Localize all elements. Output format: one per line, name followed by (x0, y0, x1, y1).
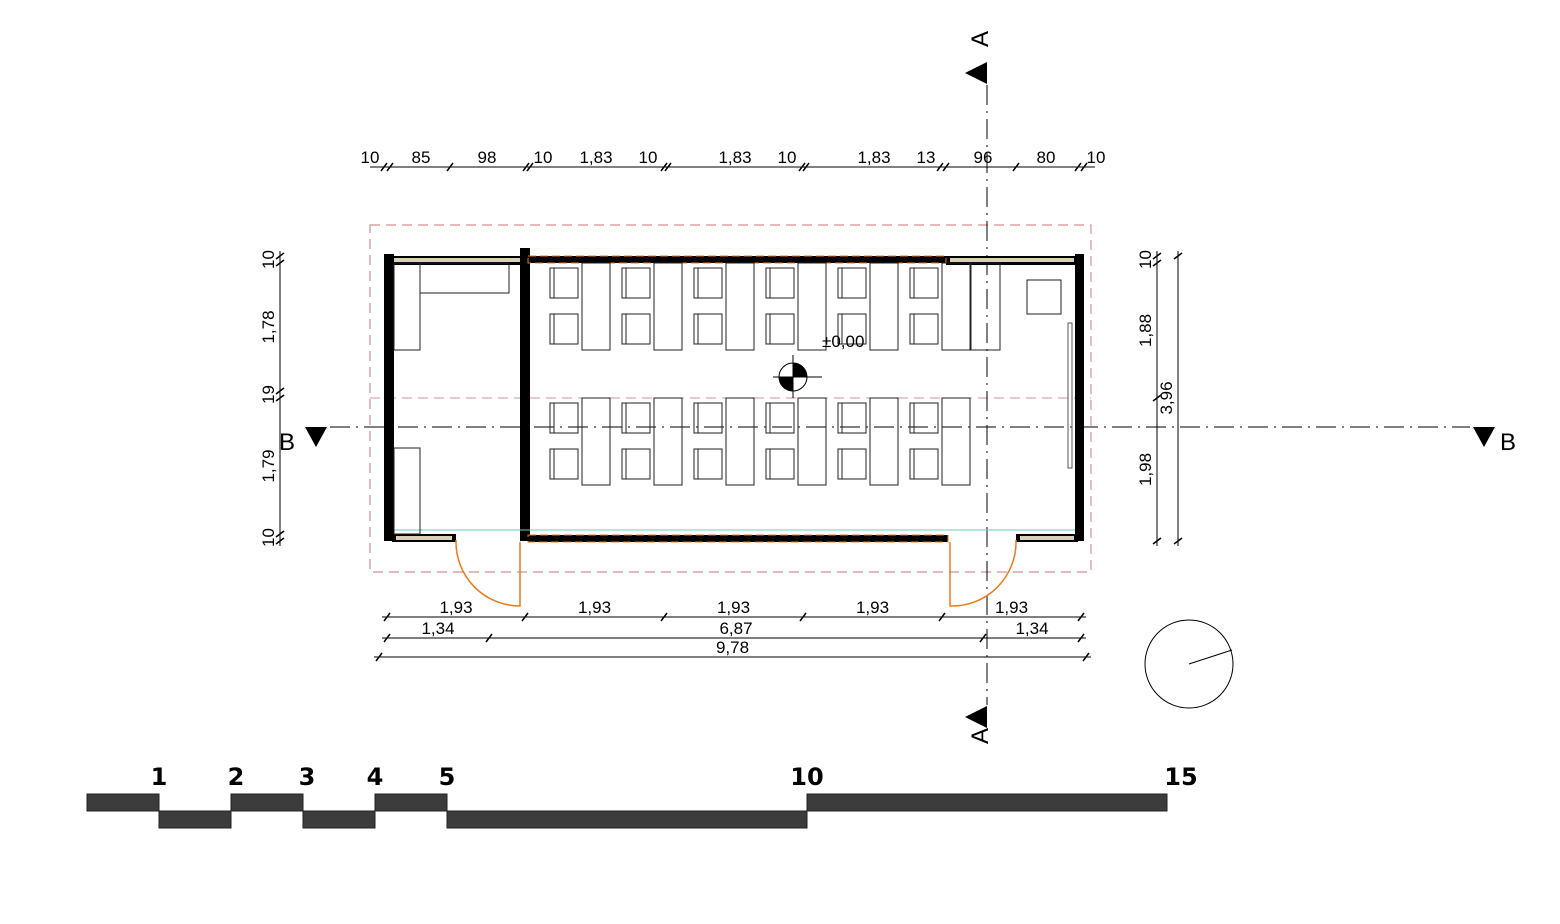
chair (765, 402, 795, 434)
doors (455, 539, 1017, 607)
chair (765, 448, 795, 480)
dimension-label: 1,34 (1015, 619, 1048, 638)
chair (837, 448, 867, 480)
section-a-bottom-arrow-icon (965, 706, 987, 728)
chair (765, 267, 795, 299)
chair (693, 448, 723, 480)
dimension-label: 10 (1087, 148, 1106, 167)
section-b-left-label: B (279, 429, 295, 456)
chair (621, 313, 651, 345)
dimension-label: 19 (259, 385, 278, 404)
scale-bar-label: 15 (1164, 763, 1197, 791)
dimension-label: 10 (778, 148, 797, 167)
dimension-label: 1,83 (579, 148, 612, 167)
chair (549, 267, 579, 299)
dimension-label: 1,98 (1136, 453, 1155, 486)
dimension-label: 9,78 (716, 638, 749, 657)
dimension-label: 3,96 (1157, 381, 1176, 414)
desk (797, 397, 827, 486)
section-a-bottom-label: A (967, 728, 994, 744)
dimension-label: 96 (974, 148, 993, 167)
dimension-label: 98 (478, 148, 497, 167)
chair (765, 313, 795, 345)
north-arrow-icon (1144, 619, 1234, 709)
chair (837, 402, 867, 434)
dimension-label: 85 (412, 148, 431, 167)
dimension-label: 1,34 (421, 619, 454, 638)
scale-bar-label: 4 (367, 763, 384, 791)
dimension-label: 1,88 (1136, 314, 1155, 347)
walls (384, 248, 1084, 543)
dimension-label: 1,83 (857, 148, 890, 167)
dimension-label: 1,78 (259, 310, 278, 343)
scale-bar-label: 3 (299, 763, 316, 791)
dimension-label: 13 (917, 148, 936, 167)
dimension-label: 1,93 (995, 598, 1028, 617)
dimension-label: 10 (534, 148, 553, 167)
desk (869, 262, 899, 351)
chair (909, 267, 939, 299)
chair (693, 313, 723, 345)
desk (869, 397, 899, 486)
section-b-right-label: B (1500, 429, 1516, 456)
chair (909, 448, 939, 480)
dimension-label: 10 (259, 250, 278, 269)
scale-bar-label: 1 (151, 763, 168, 791)
level-marker-icon (773, 355, 822, 398)
desk (797, 262, 827, 351)
scale-bar-label: 5 (439, 763, 456, 791)
dimension-label: 80 (1037, 148, 1056, 167)
desk (941, 262, 971, 351)
dimension-label: 1,83 (718, 148, 751, 167)
chair (693, 267, 723, 299)
dimension-label: 10 (639, 148, 658, 167)
dimension-label: 1,93 (856, 598, 889, 617)
chair (837, 267, 867, 299)
desk (970, 262, 1001, 351)
chair (693, 402, 723, 434)
desk (581, 397, 611, 486)
dimension-label: 1,93 (578, 598, 611, 617)
roof-outline (369, 224, 1092, 573)
chair (549, 448, 579, 480)
chair (621, 267, 651, 299)
dimension-label: 6,87 (719, 619, 752, 638)
chair (621, 402, 651, 434)
scale-bar-label: 2 (228, 763, 245, 791)
scale-bar (86, 793, 1168, 829)
chair (549, 313, 579, 345)
desk (653, 262, 683, 351)
dimension-label: 1,93 (439, 598, 472, 617)
chair (909, 313, 939, 345)
chair (549, 402, 579, 434)
dimension-label: 10 (259, 528, 278, 547)
scale-bar-label: 10 (790, 763, 823, 791)
desk (653, 397, 683, 486)
desk (725, 262, 755, 351)
dimension-label: 10 (1136, 250, 1155, 269)
desk (725, 397, 755, 486)
dimension-label: 1,93 (717, 598, 750, 617)
section-b-right-arrow-icon (1473, 427, 1495, 447)
chair (621, 448, 651, 480)
section-a-top-arrow-icon (965, 62, 987, 84)
chair (909, 402, 939, 434)
desk (581, 262, 611, 351)
dimension-lines: 10 85 98 10 1,83 10 1,83 10 1,83 13 96 80 10 10 1,78 19… (259, 148, 1183, 662)
desk (941, 397, 971, 486)
furniture (393, 262, 1062, 535)
section-a-top-label: A (967, 31, 994, 47)
chair (837, 313, 867, 345)
dimension-label: 1,79 (259, 449, 278, 482)
level-label: ±0,00 (822, 332, 864, 351)
dimension-label: 10 (361, 148, 380, 167)
section-b-left-arrow-icon (305, 427, 327, 447)
